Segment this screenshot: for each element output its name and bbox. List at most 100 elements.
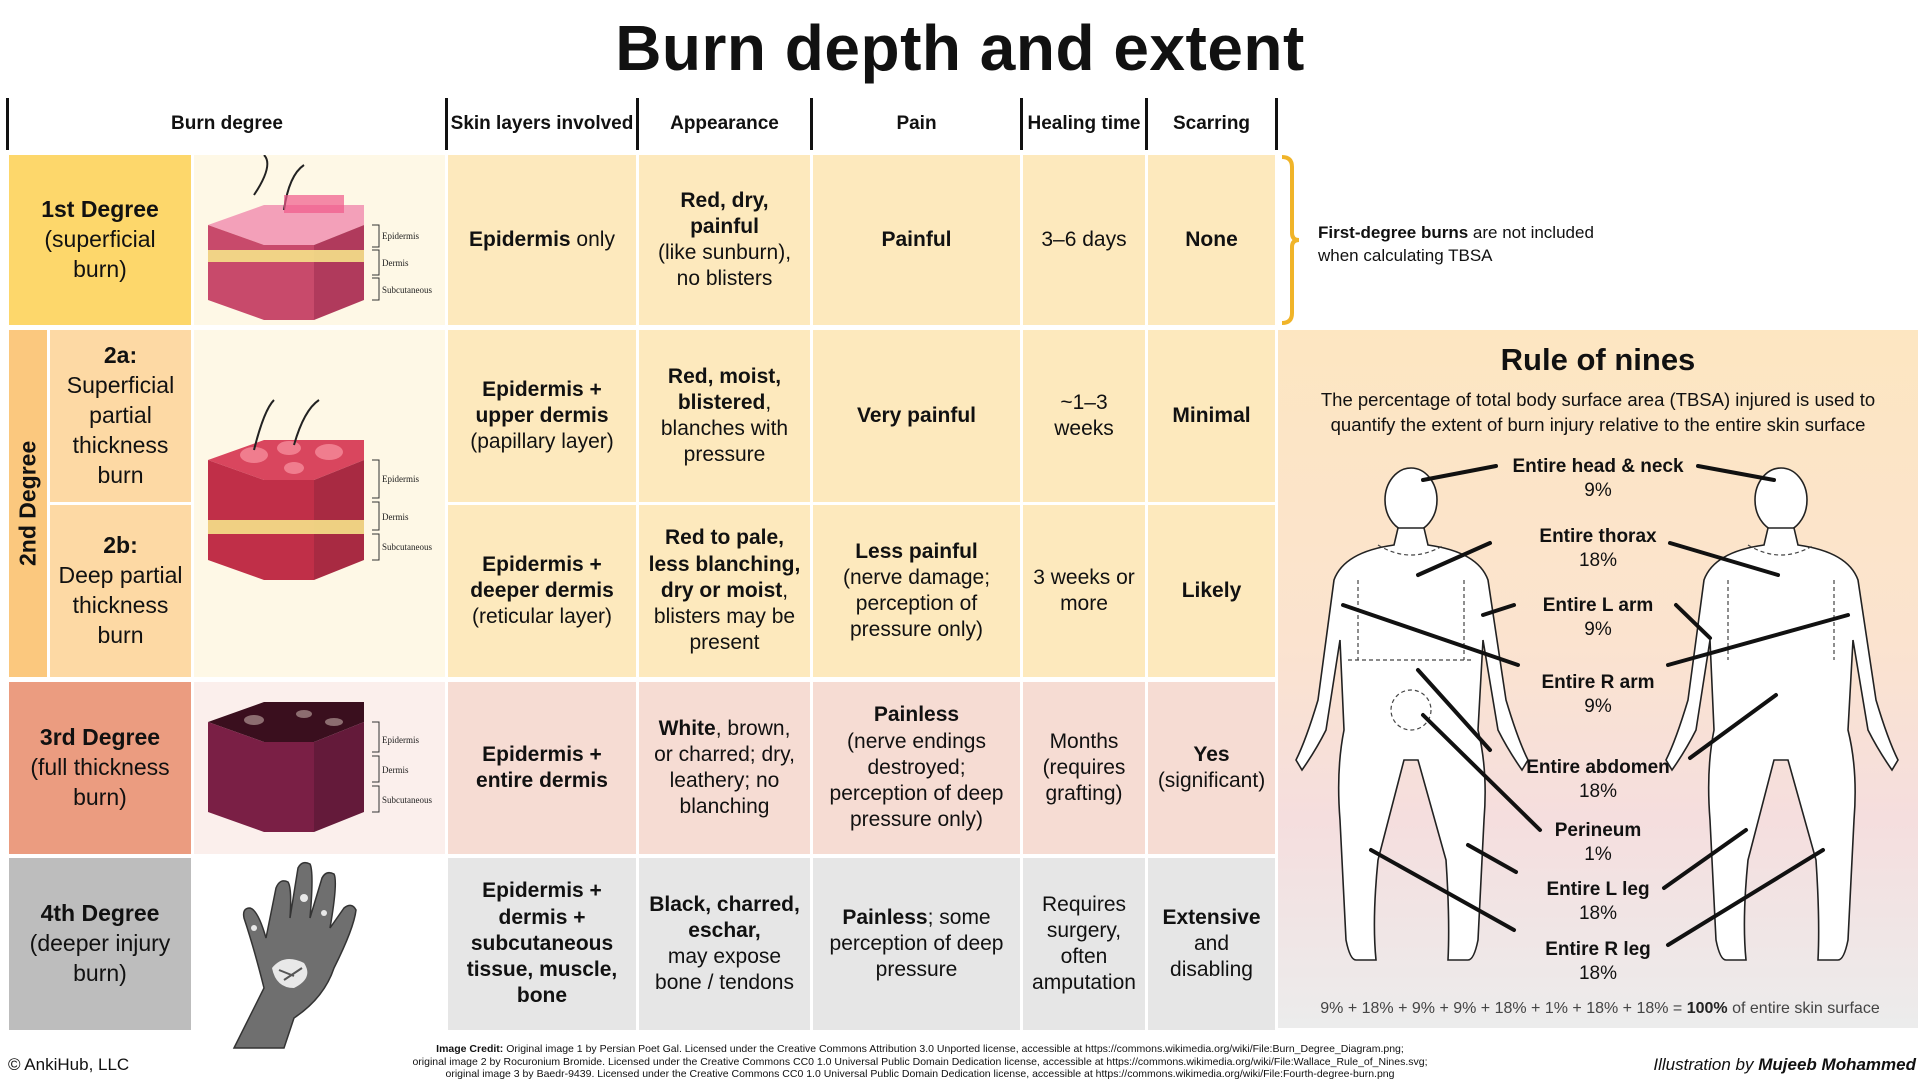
degree-subtitle: Superficial partial thickness burn bbox=[66, 372, 175, 488]
region-name: Entire abdomen bbox=[1526, 757, 1670, 778]
appearance-cell-4th: Black, charred, eschar,may expose bone /… bbox=[639, 858, 810, 1030]
label-dermis: Dermis bbox=[382, 765, 409, 775]
scarring-rest: and disabling bbox=[1170, 931, 1253, 982]
degree-subtitle: Deep partial thickness burn bbox=[58, 562, 183, 648]
label-epidermis: Epidermis bbox=[382, 231, 419, 241]
appearance-bold: Black, charred, eschar, bbox=[649, 892, 800, 942]
second-degree-side-label: 2nd Degree bbox=[9, 330, 47, 677]
skin-layers-cell-2a: Epidermis + upper dermis(papillary layer… bbox=[448, 330, 636, 502]
pain-cell-2b: Less painful(nerve damage; perception of… bbox=[813, 505, 1020, 677]
scarring-cell-1st: None bbox=[1148, 155, 1275, 325]
note-bold: First-degree burns bbox=[1318, 223, 1469, 242]
appearance-cell-2b: Red to pale, less blanching, dry or mois… bbox=[639, 505, 810, 677]
appearance-cell-3rd: White, brown, or charred; dry, leathery;… bbox=[639, 682, 810, 854]
credit-line3: original image 3 by Baedr-9439. Licensed… bbox=[445, 1068, 1395, 1081]
skin-diagram-3rd: Epidermis Dermis Subcutaneous bbox=[194, 682, 445, 854]
skin-diagram-1st: Epidermis Dermis Subcutaneous bbox=[194, 154, 445, 325]
degree-cell-1st: 1st Degree(superficial burn) bbox=[9, 155, 191, 325]
appearance-rest: , blanches with pressure bbox=[660, 390, 789, 467]
region-name: Entire R leg bbox=[1545, 939, 1651, 960]
layers-bold: Epidermis bbox=[469, 227, 571, 251]
region-name: Entire head & neck bbox=[1512, 456, 1684, 477]
rule-of-nines-title: Rule of nines bbox=[1500, 342, 1696, 377]
region-name: Perineum bbox=[1554, 820, 1642, 841]
header-appearance: Appearance bbox=[670, 113, 779, 135]
pain-cell-2a: Very painful bbox=[813, 330, 1020, 502]
header-healing-time: Healing time bbox=[1027, 113, 1141, 135]
pain-rest: (nerve damage; perception of pressure on… bbox=[842, 565, 991, 642]
header-scarring: Scarring bbox=[1172, 113, 1251, 135]
region-percent: 9% bbox=[1584, 695, 1612, 717]
appearance-cell-2a: Red, moist, blistered, blanches with pre… bbox=[639, 330, 810, 502]
region-percent: 18% bbox=[1578, 549, 1618, 571]
header-skin-layers: Skin layers involved bbox=[450, 113, 634, 135]
healing-cell-1st: 3–6 days bbox=[1023, 155, 1145, 325]
burned-hand-icon bbox=[232, 861, 357, 1049]
appearance-rest: may expose bone / tendons bbox=[655, 945, 794, 995]
appearance-rest: , brown, or charred; dry, leathery; no b… bbox=[654, 716, 795, 819]
region-name: Entire thorax bbox=[1539, 526, 1657, 547]
degree-title: 3rd Degree bbox=[39, 724, 161, 751]
appearance-bold: Red to pale, less blanching, dry or mois… bbox=[648, 526, 801, 602]
header-divider bbox=[810, 98, 813, 150]
leader-lines bbox=[1278, 440, 1918, 1000]
label-dermis: Dermis bbox=[382, 512, 409, 522]
appearance-rest: , blisters may be present bbox=[653, 578, 796, 655]
degree-cell-4th: 4th Degree(deeper injury burn) bbox=[9, 858, 191, 1030]
layers-rest: only bbox=[570, 227, 615, 251]
credit-label: Image Credit: bbox=[436, 1043, 504, 1055]
rule-of-nines-description: The percentage of total body surface are… bbox=[1320, 389, 1876, 435]
region-name: Entire R arm bbox=[1541, 672, 1655, 693]
layers-bold: Epidermis + dermis + subcutaneous tissue… bbox=[466, 879, 618, 1008]
region-percent: 18% bbox=[1578, 962, 1618, 984]
pain-cell-4th: Painless; some perception of deep pressu… bbox=[813, 858, 1020, 1030]
pain-bold: Less painful bbox=[855, 539, 978, 563]
label-subcutaneous: Subcutaneous bbox=[382, 285, 432, 295]
header-divider bbox=[1020, 98, 1023, 150]
appearance-bold: Red, moist, blistered bbox=[667, 364, 782, 414]
appearance-rest: (like sunburn), no blisters bbox=[657, 241, 792, 291]
region-percent: 9% bbox=[1584, 479, 1612, 501]
note-rest: are not included bbox=[1468, 223, 1594, 242]
region-percent: 18% bbox=[1578, 780, 1618, 802]
healing-cell-3rd: Months (requires grafting) bbox=[1023, 682, 1145, 854]
copyright: © AnkiHub, LLC bbox=[8, 1055, 130, 1074]
degree-cell-2b: 2b:Deep partial thickness burn bbox=[50, 505, 191, 677]
skin-layers-cell-3rd: Epidermis + entire dermis bbox=[448, 682, 636, 854]
pain-bold: Painful bbox=[881, 227, 952, 251]
body-outline-icon bbox=[1295, 467, 1899, 961]
bracket-icon bbox=[1280, 155, 1300, 325]
skin-cross-section-image: Epidermis Dermis Subcutaneous bbox=[208, 399, 432, 580]
note-line2: when calculating TBSA bbox=[1318, 245, 1493, 265]
layers-bold: Epidermis + entire dermis bbox=[476, 742, 608, 792]
label-subcutaneous: Subcutaneous bbox=[382, 542, 432, 552]
scarring-bold: Yes bbox=[1193, 742, 1230, 766]
skin-diagram-2nd: Epidermis Dermis Subcutaneous bbox=[194, 330, 445, 677]
scarring-cell-3rd: Yes(significant) bbox=[1148, 682, 1275, 854]
skin-layers-cell-1st: Epidermis only bbox=[448, 155, 636, 325]
header-divider bbox=[445, 98, 448, 150]
formula-suffix: of entire skin surface bbox=[1727, 1000, 1880, 1017]
rule-of-nines-formula: 9% + 18% + 9% + 9% + 18% + 1% + 18% + 18… bbox=[1290, 1000, 1910, 1024]
layers-rest: (papillary layer) bbox=[470, 430, 614, 454]
header-divider bbox=[1275, 98, 1278, 150]
skin-layers-cell-4th: Epidermis + dermis + subcutaneous tissue… bbox=[448, 858, 636, 1030]
scarring-cell-2a: Minimal bbox=[1148, 330, 1275, 502]
pain-rest: (nerve endings destroyed; perception of … bbox=[829, 729, 1004, 832]
illustration-author: Mujeeb Mohammed bbox=[1758, 1055, 1916, 1074]
degree-title: 2a: bbox=[103, 342, 138, 369]
region-percent: 9% bbox=[1584, 618, 1612, 640]
skin-cross-section-image: Epidermis Dermis Subcutaneous bbox=[208, 154, 432, 320]
scarring-bold: None bbox=[1185, 227, 1238, 251]
first-degree-note: First-degree burns are not included when… bbox=[1318, 222, 1758, 272]
header-divider bbox=[636, 98, 639, 150]
